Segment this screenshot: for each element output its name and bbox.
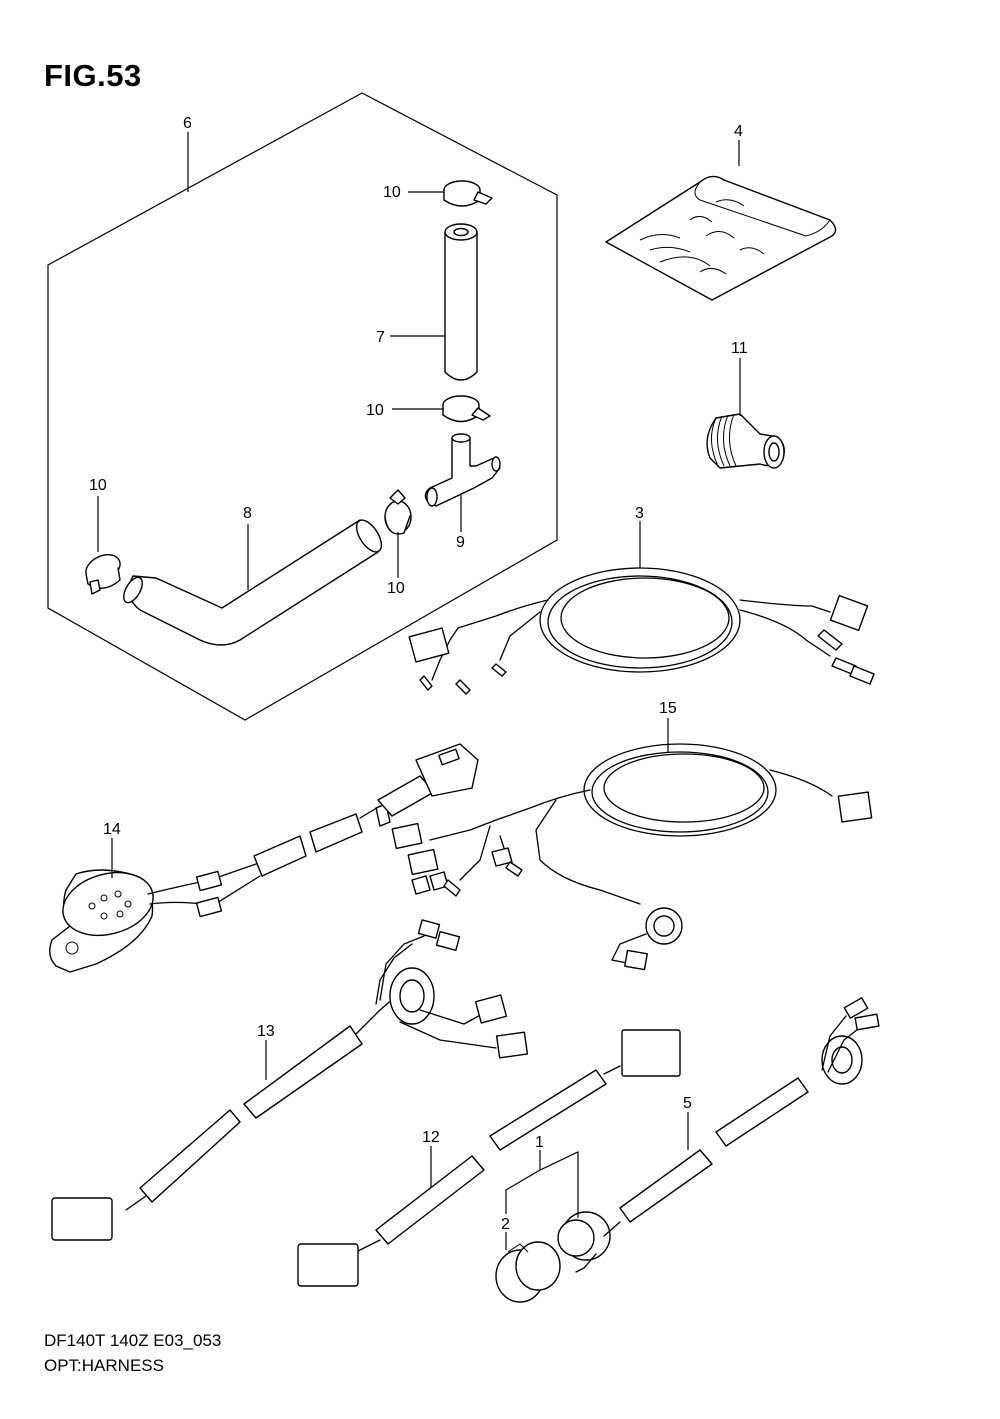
grommet-plug	[706, 413, 785, 469]
callout-10-left: 10	[89, 477, 107, 494]
callout-4: 4	[734, 123, 743, 140]
diagram-code: DF140T 140Z E03_053	[44, 1331, 222, 1350]
figure-title: FIG.53	[44, 58, 142, 93]
kit-box-outline	[47, 92, 558, 721]
callout-3: 3	[635, 505, 644, 522]
callout-1: 1	[535, 1134, 544, 1151]
harness-5	[619, 997, 880, 1223]
callout-12: 12	[422, 1129, 440, 1146]
harness-12	[297, 1029, 681, 1287]
harness-3	[408, 567, 875, 695]
hose-clamp-top	[443, 180, 493, 207]
t-joint	[424, 433, 501, 507]
callout-11: 11	[731, 340, 748, 357]
callout-10-top: 10	[383, 184, 401, 201]
diagram-name: OPT:HARNESS	[44, 1356, 164, 1375]
callout-8: 8	[243, 505, 252, 522]
socket-1-2	[495, 1211, 621, 1303]
callout-7: 7	[376, 329, 385, 346]
fuel-hose-straight	[444, 223, 478, 381]
hose-clamp-middle	[442, 395, 491, 423]
harness-13	[51, 919, 529, 1241]
callout-13: 13	[257, 1023, 275, 1040]
buzzer-sensor-14	[49, 743, 479, 973]
callout-9: 9	[456, 534, 465, 551]
hose-clamp-lower-right	[384, 489, 412, 535]
leader-lines	[97, 132, 741, 1250]
harness-15	[375, 743, 873, 971]
callout-5: 5	[683, 1095, 692, 1112]
callout-14: 14	[103, 821, 121, 838]
callout-15: 15	[659, 700, 677, 717]
hose-clamp-left	[85, 554, 121, 595]
callout-10-lower-right: 10	[387, 580, 405, 597]
callout-2: 2	[501, 1216, 510, 1233]
callout-6: 6	[183, 115, 192, 132]
fuel-hose-elbow	[123, 519, 383, 646]
parts-bag	[605, 175, 837, 301]
callout-10-middle: 10	[366, 402, 384, 419]
